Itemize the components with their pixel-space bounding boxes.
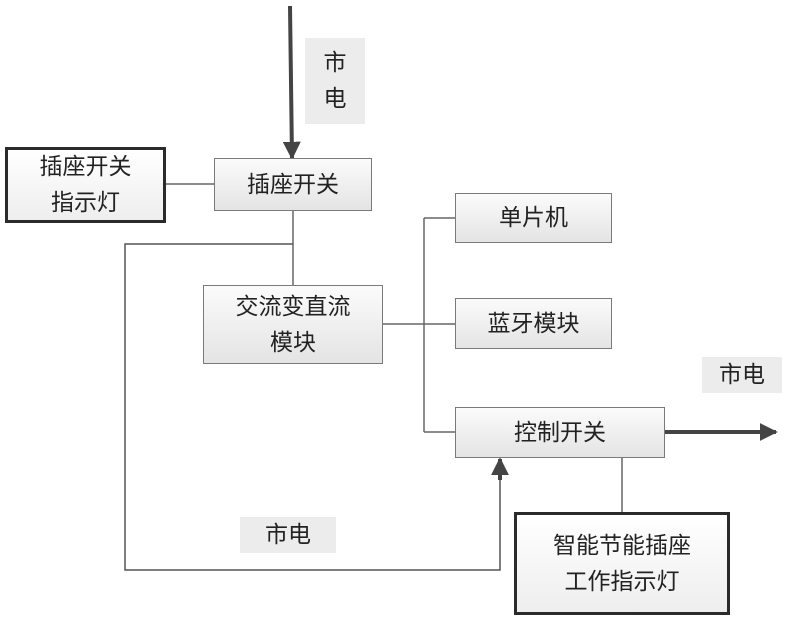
mains-label-right: 市电 <box>702 357 782 393</box>
mains-to-socket-switch-arrow <box>290 6 292 158</box>
mains-label-bottom: 市电 <box>240 517 336 553</box>
mcu-box: 单片机 <box>455 193 612 243</box>
ac-dc-module-box: 交流变直流 模块 <box>203 285 383 364</box>
socket-switch-indicator-box: 插座开关 指示灯 <box>5 147 166 223</box>
working-indicator-box: 智能节能插座 工作指示灯 <box>514 512 730 615</box>
control-switch-box: 控制开关 <box>455 407 665 458</box>
socket-switch-box: 插座开关 <box>214 158 372 211</box>
bluetooth-module-box: 蓝牙模块 <box>455 298 612 349</box>
mains-label-top: 市 电 <box>305 38 365 124</box>
